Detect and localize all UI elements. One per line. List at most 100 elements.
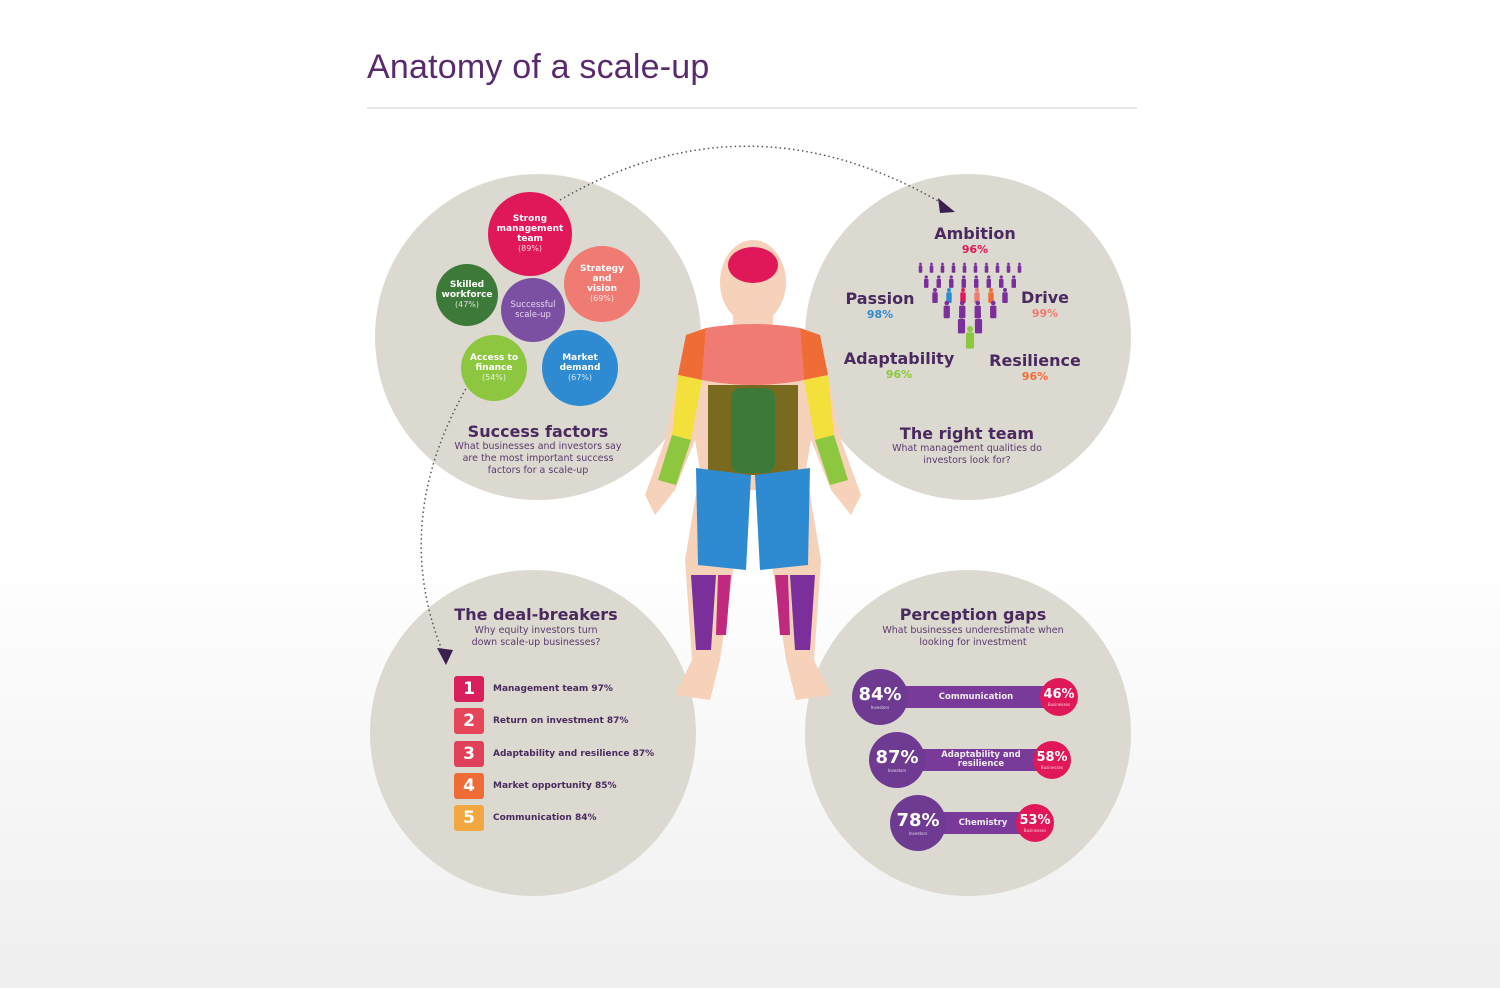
person-icon [940,262,945,273]
person-icon [962,262,967,273]
deal-breaker-item: 1 Management team 97% [454,676,613,702]
people-pyramid-icon [918,262,1022,349]
deal-breaker-label: Management team 97% [493,684,613,694]
person-icon [974,313,983,334]
businesses-pct: 58% [1036,750,1068,765]
person-icon [1006,262,1011,273]
quality-label: Passion [845,289,915,308]
person-icon [960,288,966,304]
person-icon [951,262,956,273]
perception-gaps-heading: Perception gaps [899,605,1047,624]
businesses-label: Businesses [1023,828,1047,833]
person-icon [918,262,923,273]
gap-topic: Chemistry [958,817,1008,828]
person-icon [949,275,954,288]
person-icon [974,288,980,304]
businesses-label: Businesses [1040,765,1064,770]
deal-breaker-label: Market opportunity 85% [493,781,617,791]
person-icon [1002,288,1008,304]
person-icon [995,262,1000,273]
investors-label: Investors [887,768,907,773]
person-icon [932,288,938,304]
rank-badge: 2 [454,708,484,734]
factor-center: Successful scale-up [501,278,565,342]
factor-strategy: Strategy and vision(69%) [564,246,640,322]
factor-skilled-workforce: Skilled workforce(47%) [436,264,498,326]
gap-topic: Communication [938,691,1014,702]
quality-pct: 98% [866,308,894,321]
title-divider [367,107,1137,109]
deal-breakers-heading: The deal-breakers [454,605,618,624]
person-icon [988,288,994,304]
factor-market-demand: Market demand(67%) [542,330,618,406]
person-icon [943,300,950,319]
anatomy-body-figure [645,240,861,700]
investors-pct: 84% [858,684,902,705]
factor-label: Access to finance [469,353,519,373]
businesses-pct: 53% [1019,813,1051,828]
person-icon [973,262,978,273]
page-title: Anatomy of a scale-up [367,48,710,86]
factor-label: Strong management team [496,214,564,244]
quality-label: Resilience [989,351,1081,370]
deal-breaker-label: Adaptability and resilience 87% [493,749,655,759]
quality-label: Adaptability [843,349,955,368]
investors-pct: 87% [875,747,919,768]
quality-pct: 96% [1021,370,1049,383]
gap-row: 87%Investors Adaptability and resilience 5… [869,732,1071,788]
deal-breaker-item: 3 Adaptability and resilience 87% [454,741,654,767]
quality-pct: 96% [885,368,913,381]
investors-label: Investors [908,831,928,836]
gap-topic: Adaptability and resilience [941,750,1021,769]
quality-label: Drive [1021,288,1069,307]
person-icon [924,275,929,288]
deal-breaker-label: Communication 84% [493,813,597,823]
person-icon [999,275,1004,288]
factor-pct: (54%) [481,373,507,382]
factor-pct: (89%) [517,244,543,253]
factor-pct: (69%) [589,294,615,303]
quality-label: Ambition [934,224,1016,243]
factor-center-label: Successful scale-up [510,300,556,320]
perception-gaps-circle [805,570,1131,896]
quality-pct: 99% [1031,307,1059,320]
person-icon [986,275,991,288]
person-icon [961,275,966,288]
deal-breaker-item: 5 Communication 84% [454,805,597,831]
factor-label: Skilled workforce [441,280,493,300]
deal-breakers-subtitle: Why equity investors turn down scale-up … [471,625,601,648]
investors-pct: 78% [896,810,940,831]
factor-label: Strategy and vision [579,264,624,294]
factor-access-finance: Access to finance(54%) [461,335,527,401]
person-icon [1017,262,1022,273]
investors-label: Investors [870,705,890,710]
businesses-pct: 46% [1043,687,1075,702]
success-factors-heading: Success factors [467,422,609,441]
right-team-heading: The right team [899,424,1035,443]
person-icon [946,288,952,304]
factor-pct: (47%) [454,300,480,309]
factor-pct: (67%) [567,373,593,382]
rank-badge: 3 [454,741,484,767]
deal-breaker-label: Return on investment 87% [493,716,629,726]
quality-pct: 96% [961,243,989,256]
deal-breakers-circle [370,570,696,896]
right-team-subtitle: What management qualities do investors l… [892,443,1042,466]
perception-gaps-subtitle: What businesses underestimate when looki… [882,625,1064,648]
factor-strong-management: Strong management team(89%) [488,192,572,276]
rank-badge: 1 [454,676,484,702]
person-icon [990,300,997,319]
rank-badge: 5 [454,805,484,831]
person-icon [929,262,934,273]
factor-label: Market demand [559,353,601,373]
gap-row: 78%Investors Chemistry 53%Businesses [890,795,1054,851]
person-icon [1011,275,1016,288]
person-icon [984,262,989,273]
person-icon [965,326,975,349]
